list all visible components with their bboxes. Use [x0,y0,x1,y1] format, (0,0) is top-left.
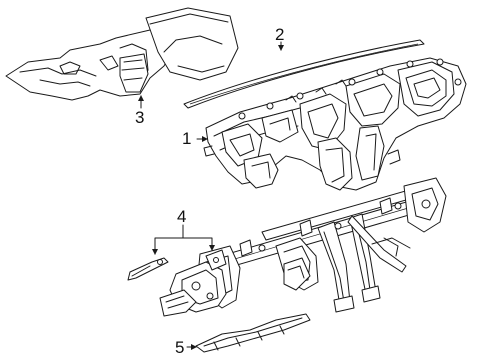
leader-lines [138,41,284,350]
callout-5: 5 [175,338,185,357]
part-5-trim [195,313,311,353]
part-3-insulator [5,7,239,101]
part-1-instrument-panel [203,57,467,191]
callout-4: 4 [177,207,187,226]
cross-car-beam [197,177,447,313]
part-2-defroster-grille [183,39,425,109]
callout-1: 1 [182,129,192,148]
callout-3: 3 [135,108,145,127]
callout-2: 2 [275,25,285,44]
part-4-brackets [127,249,227,317]
